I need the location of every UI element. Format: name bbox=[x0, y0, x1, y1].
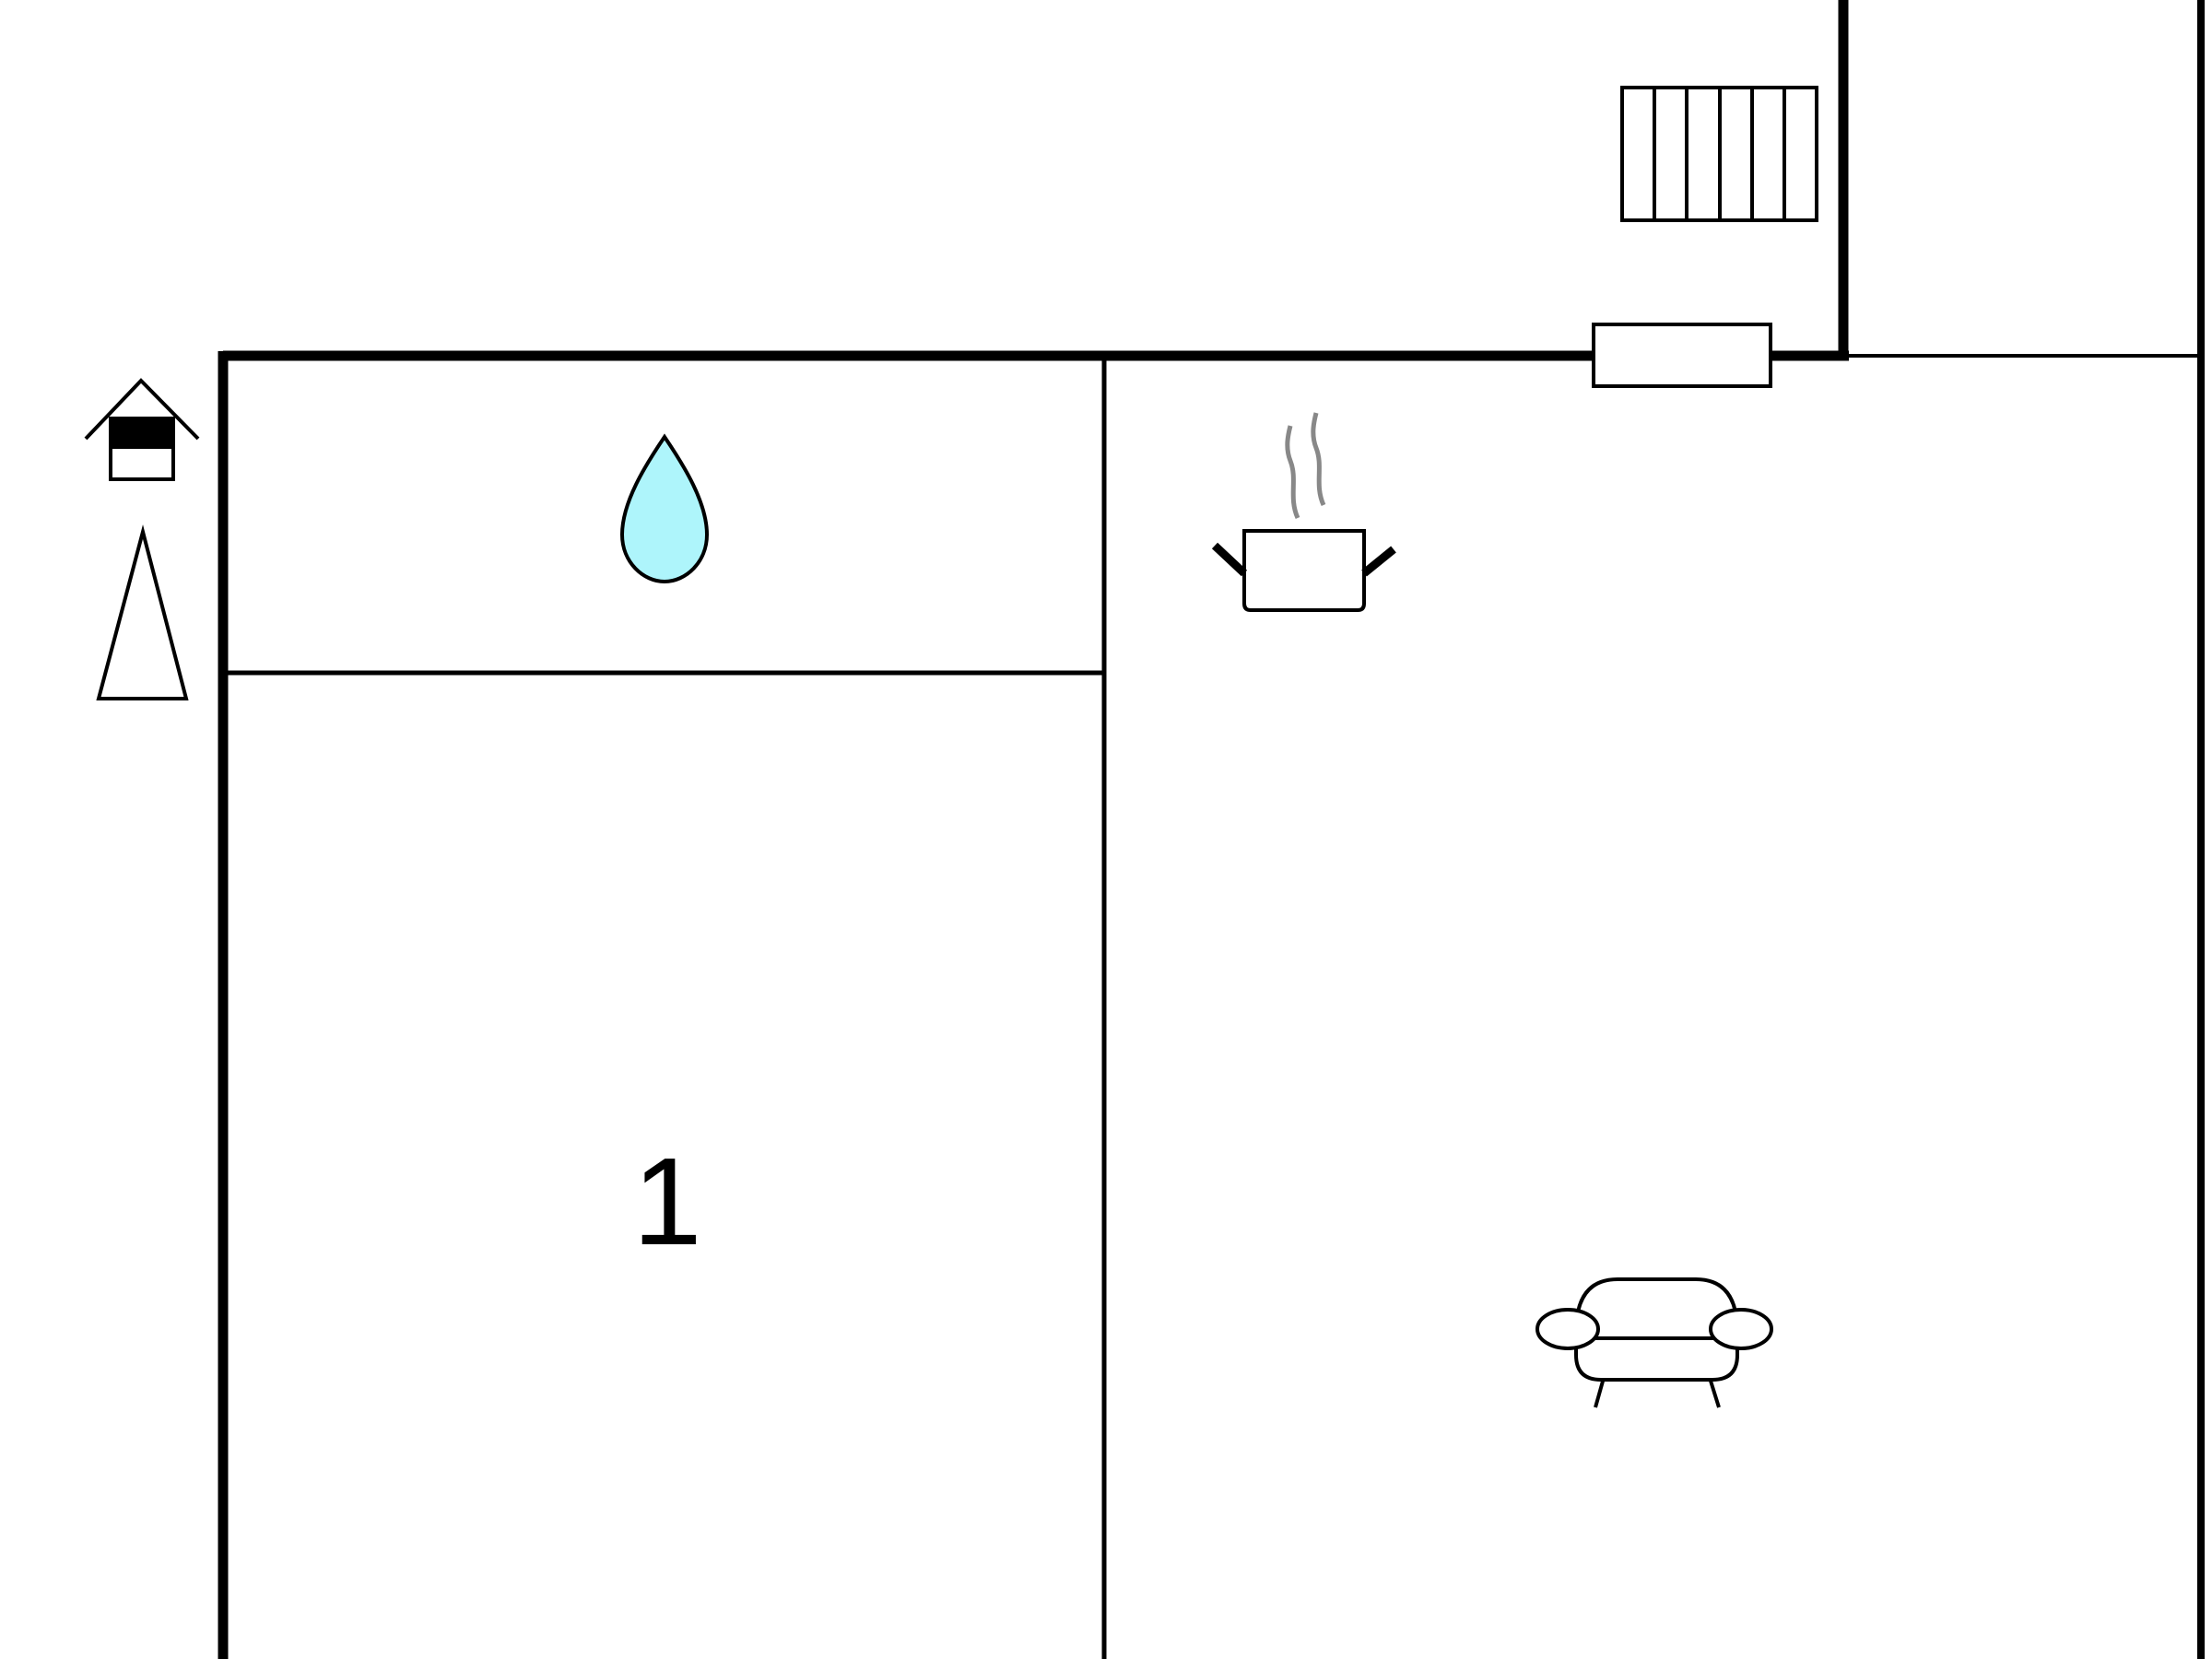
house-entrance-icon bbox=[84, 378, 200, 481]
sofa-icon bbox=[1535, 1277, 1773, 1408]
walls bbox=[218, 0, 2205, 1659]
window-icon bbox=[1592, 323, 1772, 388]
cooking-pot-icon bbox=[1211, 412, 1396, 612]
radiator-icon bbox=[1620, 86, 1818, 222]
north-arrow-icon bbox=[96, 524, 189, 700]
water-drop-icon bbox=[619, 433, 710, 584]
room-label: 1 bbox=[632, 1132, 701, 1271]
